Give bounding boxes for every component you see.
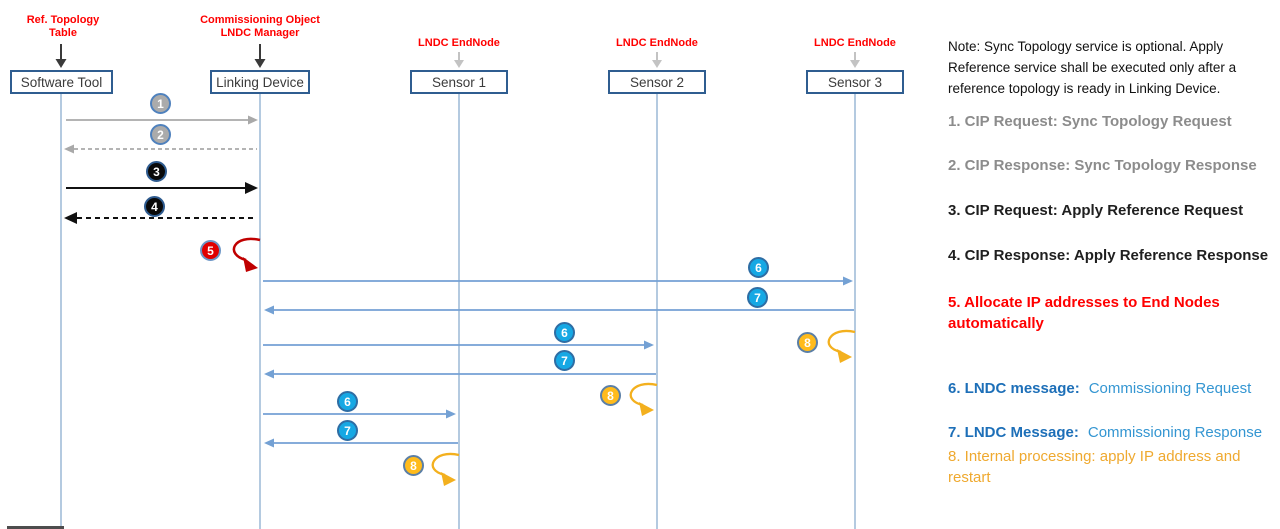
ref-topology-pointer-arrow [55,44,67,68]
legend-item-3: 3. CIP Request: Apply Reference Request [948,202,1244,219]
message-2-badge: 2 [150,124,171,145]
stereotype-lndc-endnode-2: LNDC EndNode [616,37,698,49]
message-7-arrow-sensor1 [264,438,458,448]
message-8-badge-sensor2: 8 [600,385,621,406]
actor-box-software-tool: Software Tool [10,70,113,94]
legend-item-1: 1. CIP Request: Sync Topology Request [948,113,1232,130]
legend-item-7-label: 7. LNDC Message: [948,424,1079,441]
message-8-self-arrow-sensor3 [827,329,856,363]
stereotype-lndc-endnode-1: LNDC EndNode [418,37,500,49]
endnode-pointer-arrow-1 [454,52,464,68]
stereotype-ref-topology-table: Ref. Topology Table [26,14,100,39]
message-8-badge-sensor1: 8 [403,455,424,476]
legend-item-7-value: Commissioning Response [1087,424,1263,441]
actor-box-linking-device: Linking Device [210,70,310,94]
legend-item-6-label: 6. LNDC message: [948,380,1080,397]
message-6-badge-sensor3: 6 [748,257,769,278]
message-6-arrow-sensor2 [263,340,654,350]
message-6-arrow-sensor3 [263,276,853,286]
endnode-pointer-arrow-2 [652,52,662,68]
message-8-self-arrow-sensor2 [629,382,658,416]
note-text: Note: Sync Topology service is optional.… [948,39,1237,96]
message-8-self-arrow-sensor1 [431,452,460,486]
message-1-badge: 1 [150,93,171,114]
message-1-arrow [66,115,258,125]
endnode-pointer-arrow-3 [850,52,860,68]
message-6-badge-sensor2: 6 [554,322,575,343]
message-6-arrow-sensor1 [263,409,456,419]
message-6-badge-sensor1: 6 [337,391,358,412]
message-7-arrow-sensor3 [264,305,854,315]
legend-item-4: 4. CIP Response: Apply Reference Respons… [948,247,1269,264]
stereotype-lndc-endnode-3: LNDC EndNode [814,37,896,49]
message-2-arrow [64,144,257,154]
message-7-badge-sensor2: 7 [554,350,575,371]
legend-item-8: 8. Internal processing: apply IP address… [948,448,1241,486]
message-4-badge: 4 [144,196,165,217]
message-7-badge-sensor1: 7 [337,420,358,441]
cropped-box-edge [7,526,64,529]
message-4-arrow [64,212,257,224]
message-5-self-arrow [232,237,261,272]
message-5-badge: 5 [200,240,221,261]
legend-item-6: 6. LNDC message: Commissioning Request [948,357,1280,399]
message-7-arrow-sensor2 [264,369,656,379]
commissioning-object-pointer-arrow [254,44,266,68]
lifelines [60,94,856,529]
legend-item-7: 7. LNDC Message: Commissioning Response [948,401,1280,443]
actor-box-sensor-1: Sensor 1 [410,70,508,94]
stereotype-commissioning-object: Commissioning Object LNDC Manager [200,14,320,39]
message-8-badge-sensor3: 8 [797,332,818,353]
legend-item-2: 2. CIP Response: Sync Topology Response [948,157,1257,174]
message-7-badge-sensor3: 7 [747,287,768,308]
actor-box-sensor-3: Sensor 3 [806,70,904,94]
actor-box-sensor-2: Sensor 2 [608,70,706,94]
message-3-badge: 3 [146,161,167,182]
legend-item-6-value: Commissioning Request [1088,380,1252,397]
message-3-arrow [66,182,258,194]
legend-item-5: 5. Allocate IP addresses to End Nodes au… [948,294,1220,332]
